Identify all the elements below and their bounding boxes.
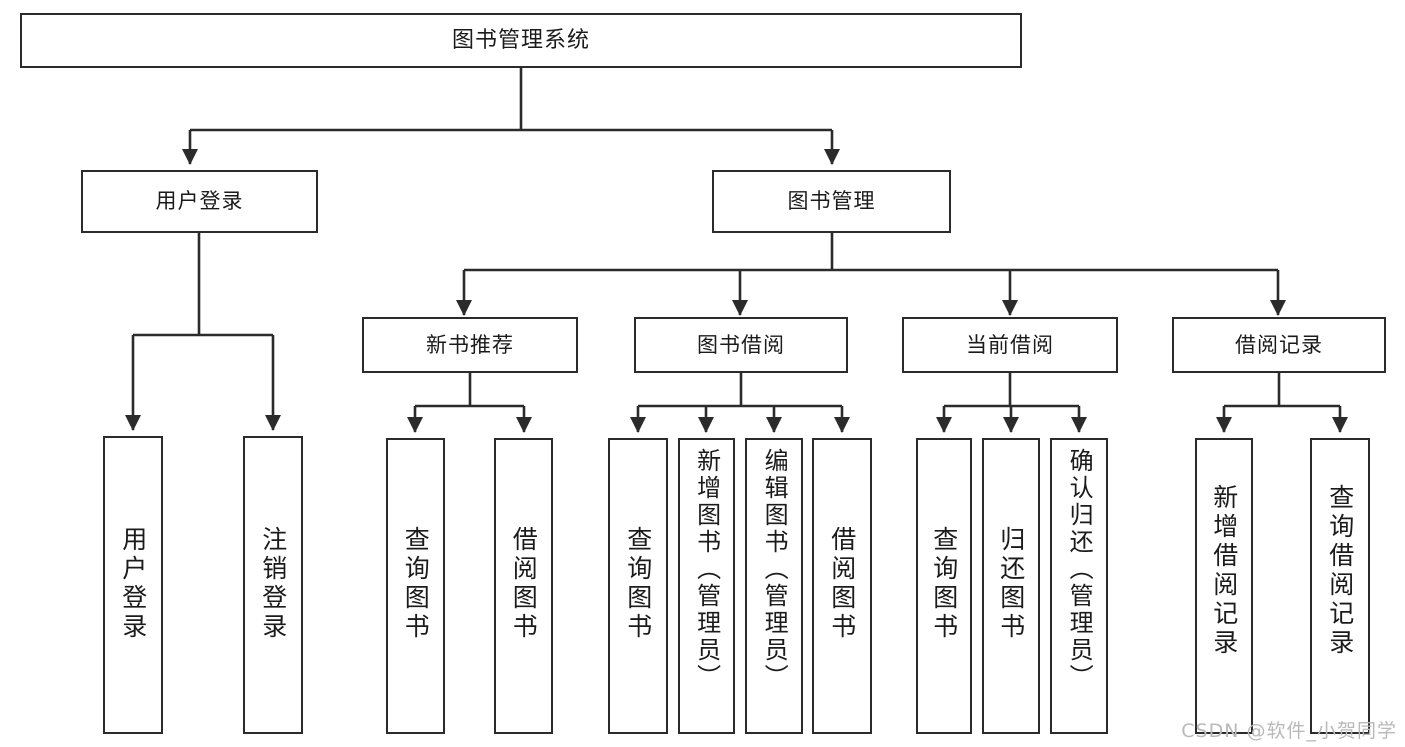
- node-book-borrow-label: 图书借阅: [697, 332, 785, 357]
- node-book-manage[interactable]: 图书管理: [712, 170, 951, 233]
- node-user-login-label: 用户登录: [155, 189, 244, 213]
- leaf-borrow-book-2-label: 借阅图书: [827, 526, 857, 642]
- leaf-user-login-label: 用户登录: [118, 526, 148, 642]
- leaf-return-book[interactable]: 归还图书: [982, 438, 1040, 734]
- leaf-query-book-2[interactable]: 查询图书: [608, 438, 668, 734]
- node-user-login[interactable]: 用户登录: [81, 170, 318, 233]
- node-root-label: 图书管理系统: [451, 27, 590, 53]
- leaf-add-record[interactable]: 新增借阅记录: [1195, 438, 1253, 734]
- leaf-add-book-label: 新增图书（管理员）: [692, 448, 721, 691]
- node-borrow-record[interactable]: 借阅记录: [1172, 317, 1386, 373]
- leaf-add-book[interactable]: 新增图书（管理员）: [678, 438, 735, 734]
- leaf-query-book-3[interactable]: 查询图书: [916, 438, 972, 734]
- node-current-borrow-label: 当前借阅: [966, 332, 1054, 357]
- leaf-confirm-return-label: 确认归还（管理员）: [1065, 448, 1094, 691]
- node-root[interactable]: 图书管理系统: [20, 13, 1022, 68]
- leaf-add-record-label: 新增借阅记录: [1209, 484, 1239, 658]
- leaf-logout-login[interactable]: 注销登录: [243, 436, 303, 734]
- leaf-query-book-1-label: 查询图书: [401, 526, 431, 642]
- node-book-borrow[interactable]: 图书借阅: [634, 317, 848, 373]
- node-new-book-recommend-label: 新书推荐: [426, 332, 514, 357]
- leaf-edit-book[interactable]: 编辑图书（管理员）: [745, 438, 803, 734]
- leaf-query-book-2-label: 查询图书: [623, 526, 653, 642]
- leaf-borrow-book-1[interactable]: 借阅图书: [494, 438, 553, 734]
- node-book-manage-label: 图书管理: [787, 189, 876, 213]
- leaf-return-book-label: 归还图书: [996, 526, 1026, 642]
- leaf-confirm-return[interactable]: 确认归还（管理员）: [1050, 438, 1108, 734]
- leaf-query-book-1[interactable]: 查询图书: [386, 438, 445, 734]
- node-new-book-recommend[interactable]: 新书推荐: [362, 317, 578, 373]
- leaf-logout-login-label: 注销登录: [258, 526, 288, 642]
- leaf-query-record-label: 查询借阅记录: [1325, 484, 1355, 658]
- leaf-user-login[interactable]: 用户登录: [103, 436, 163, 734]
- leaf-edit-book-label: 编辑图书（管理员）: [760, 448, 789, 691]
- leaf-borrow-book-1-label: 借阅图书: [509, 526, 539, 642]
- leaf-borrow-book-2[interactable]: 借阅图书: [812, 438, 872, 734]
- leaf-query-book-3-label: 查询图书: [929, 526, 959, 642]
- leaf-query-record[interactable]: 查询借阅记录: [1310, 438, 1370, 734]
- node-current-borrow[interactable]: 当前借阅: [902, 317, 1118, 373]
- node-borrow-record-label: 借阅记录: [1235, 332, 1323, 357]
